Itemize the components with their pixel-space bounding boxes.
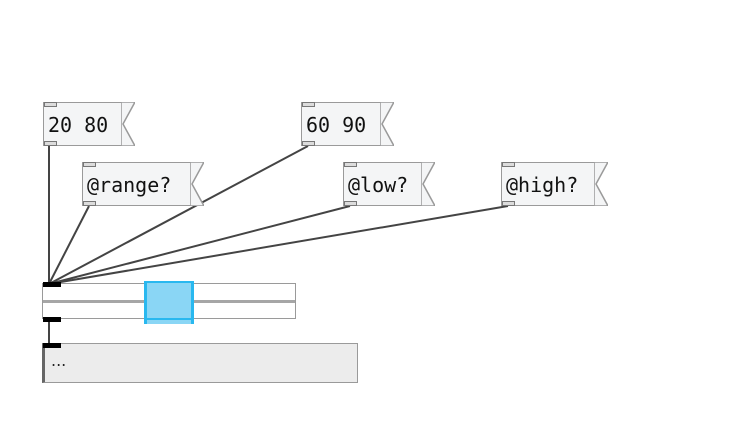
message-inlet[interactable] <box>502 162 515 167</box>
message-flag-shape <box>190 161 204 206</box>
message-inlet[interactable] <box>44 102 57 107</box>
message-box-60-90[interactable]: 60 90 <box>301 101 394 146</box>
message-outlet[interactable] <box>302 141 315 146</box>
cord-low-to-slider <box>48 205 351 285</box>
slider-range-handle[interactable] <box>143 281 195 324</box>
message-flag-shape <box>380 101 394 146</box>
message-box-range-query[interactable]: @range? <box>82 161 204 206</box>
cord-range-to-slider <box>48 205 90 285</box>
message-inlet[interactable] <box>302 102 315 107</box>
message-inlet[interactable] <box>83 162 96 167</box>
message-outlet[interactable] <box>83 201 96 206</box>
range-edge-bottom <box>146 318 192 320</box>
message-text: @low? <box>348 173 409 197</box>
slider-outlet[interactable] <box>43 317 61 322</box>
message-flag-shape <box>421 161 435 206</box>
output-display-text: ... <box>51 351 67 370</box>
message-outlet[interactable] <box>344 201 357 206</box>
message-box-low-query[interactable]: @low? <box>343 161 435 206</box>
message-outlet[interactable] <box>44 141 57 146</box>
message-outlet[interactable] <box>502 201 515 206</box>
message-text: @high? <box>506 173 579 197</box>
cord-high-to-slider <box>48 205 509 285</box>
output-display: ... <box>42 343 358 383</box>
message-text: 60 90 <box>306 113 367 137</box>
message-inlet[interactable] <box>344 162 357 167</box>
message-flag-shape <box>121 101 135 146</box>
message-box-20-80[interactable]: 20 80 <box>43 101 135 146</box>
display-inlet[interactable] <box>43 343 61 348</box>
message-flag-shape <box>594 161 608 206</box>
message-box-high-query[interactable]: @high? <box>501 161 608 206</box>
slider-inlet[interactable] <box>43 282 61 287</box>
message-text: @range? <box>87 173 172 197</box>
message-text: 20 80 <box>48 113 109 137</box>
range-slider[interactable] <box>42 281 296 324</box>
range-edge-top <box>146 281 192 283</box>
